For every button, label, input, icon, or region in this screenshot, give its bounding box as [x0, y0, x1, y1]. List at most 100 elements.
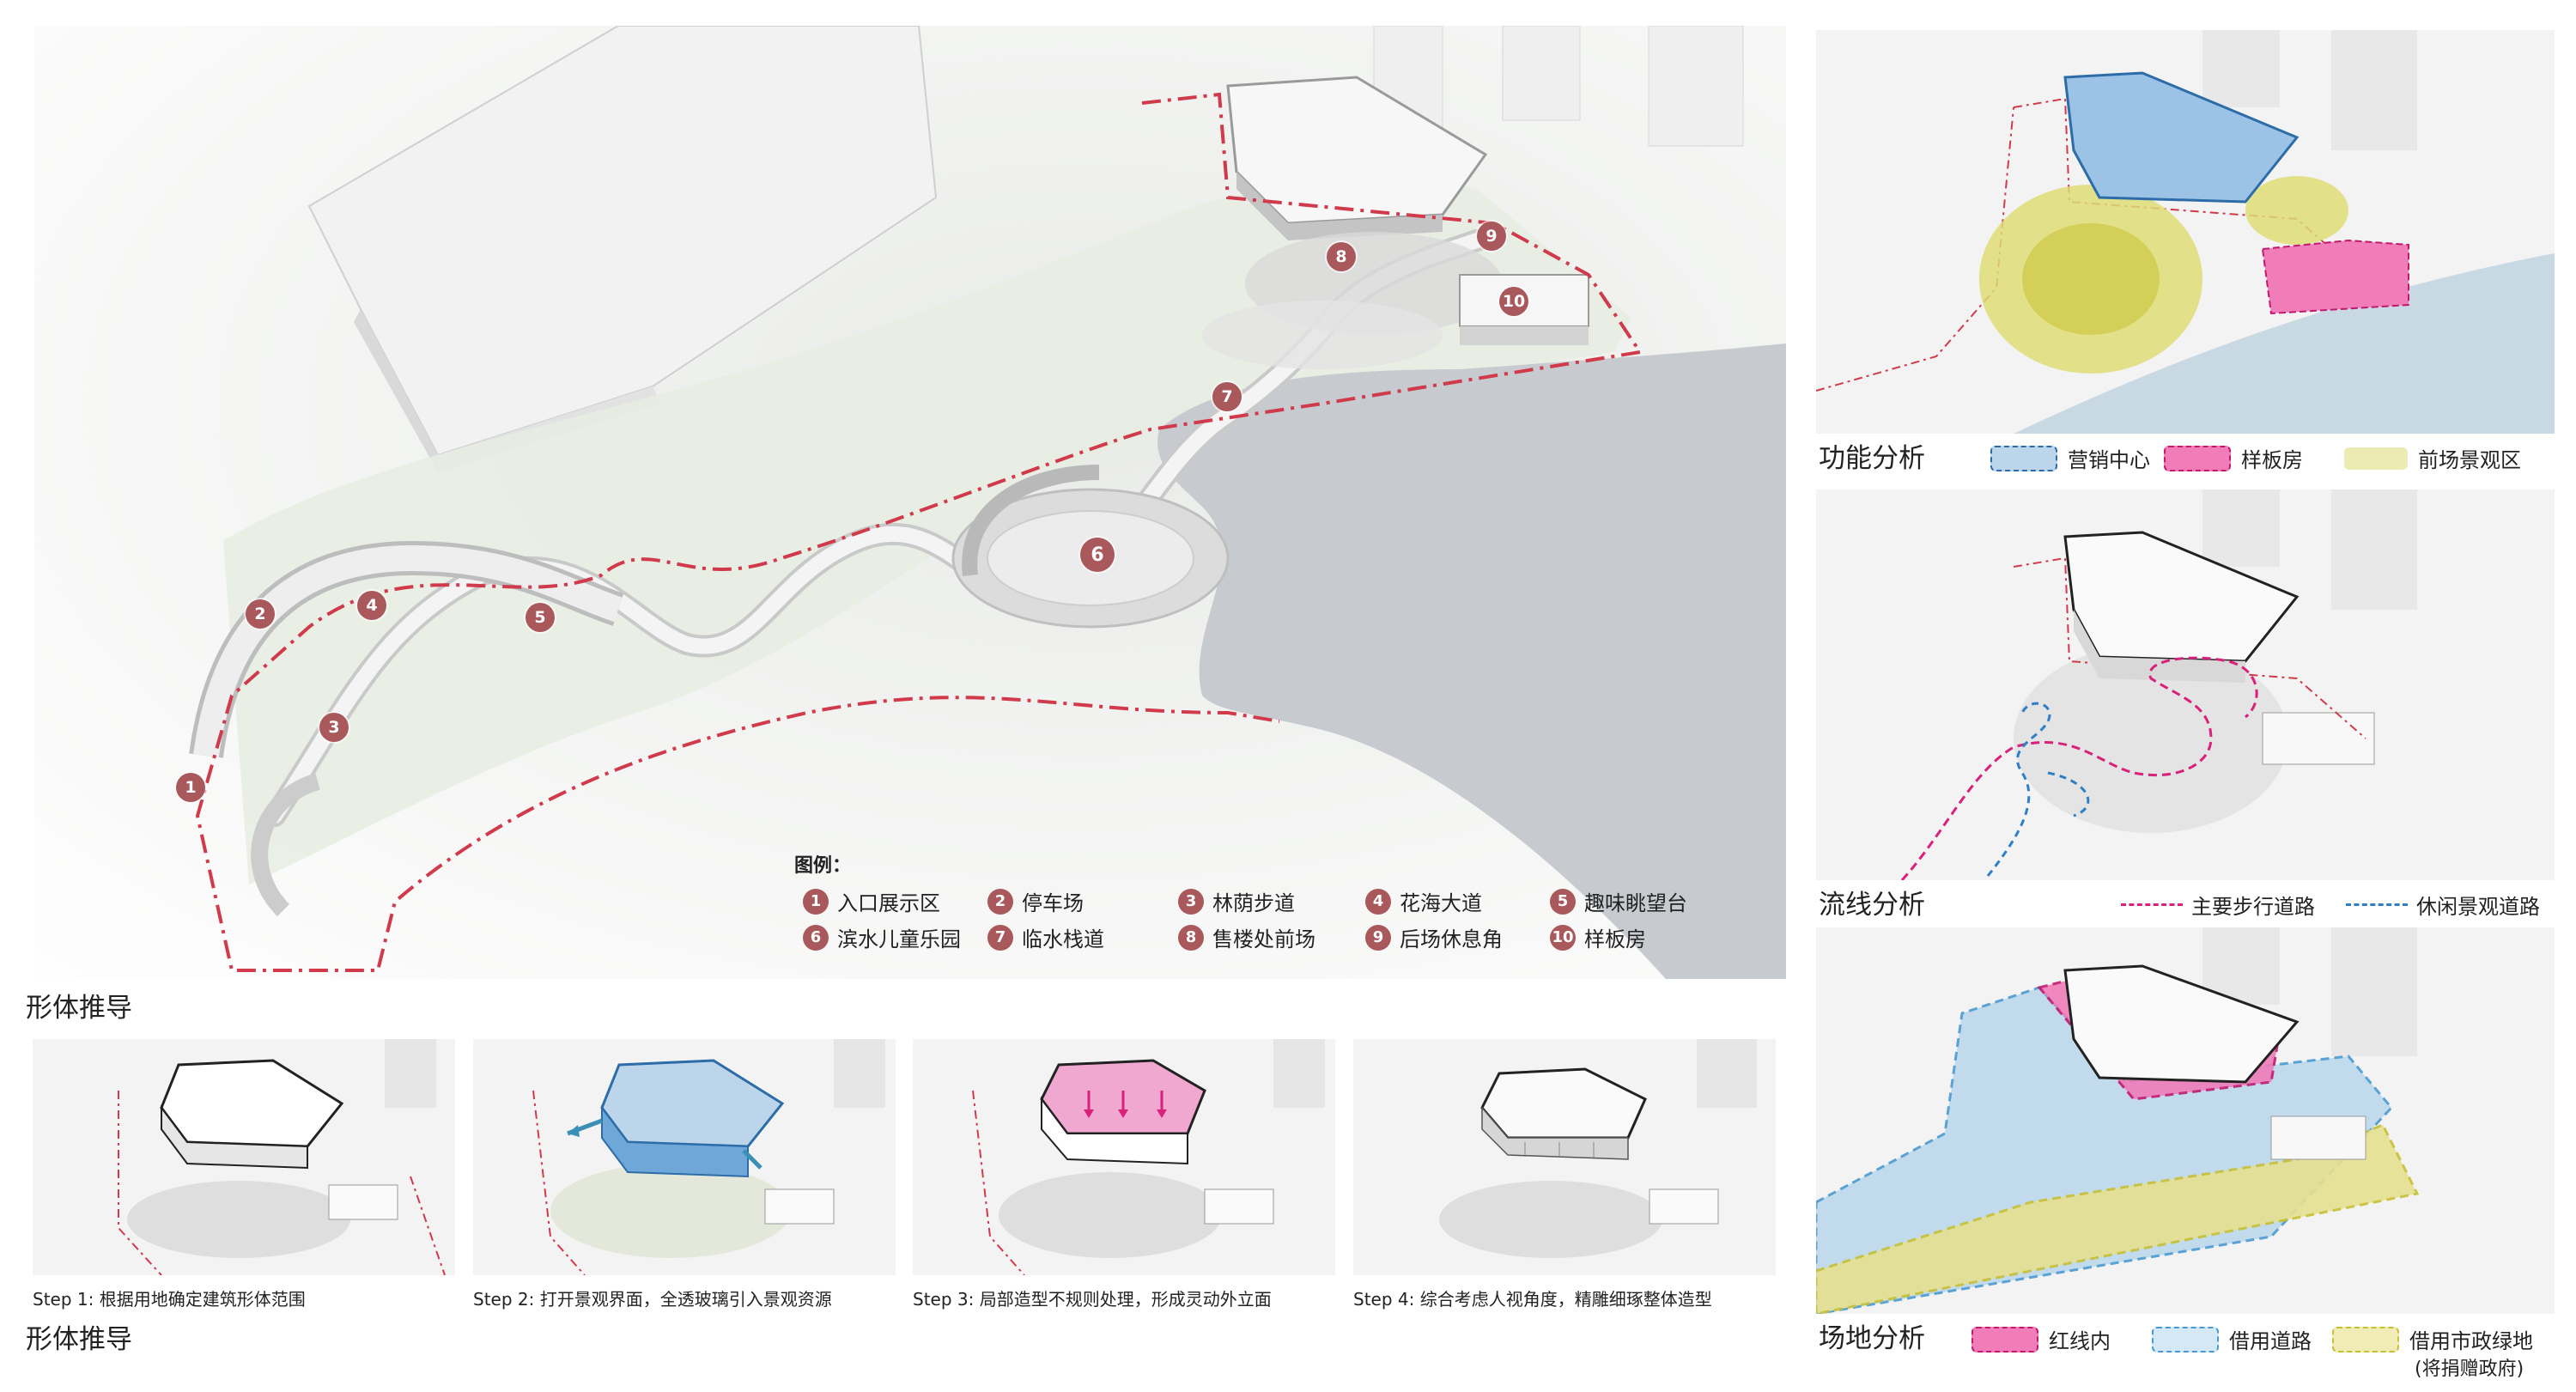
legend-num: 7: [987, 924, 1013, 951]
step-2-caption: Step 2: 打开景观界面，全透玻璃引入景观资源: [473, 1289, 832, 1310]
step-4-drawing: [1353, 1039, 1776, 1275]
leisure-swatch: [2346, 903, 2408, 906]
main-walkway-route: [1900, 656, 2258, 880]
site-key-municipal-green: 借用市政绿地: [2332, 1324, 2533, 1354]
model-house-swatch: [2164, 445, 2231, 471]
legend-item-4: 4 花海大道: [1365, 886, 1482, 916]
circulation-analysis-title: 流线分析: [1819, 890, 1925, 921]
site-key-note: (将捐赠政府): [2415, 1359, 2524, 1380]
legend-item-2: 2 停车场: [987, 886, 1084, 916]
step-1-drawing: [33, 1039, 455, 1275]
legend-label: 售楼处前场: [1212, 927, 1315, 951]
marker-1: 1: [176, 773, 205, 802]
legend-title: 图例：: [794, 855, 852, 877]
step-1-panel: [33, 1039, 455, 1275]
tower-3: [1648, 26, 1744, 147]
circulation-key-main-walkway: 主要步行道路: [2121, 890, 2315, 920]
legend-num: 2: [987, 888, 1013, 915]
key-label: 红线内: [2049, 1329, 2111, 1353]
legend-item-10: 10 样板房: [1550, 922, 1646, 952]
marker-3: 3: [319, 713, 349, 742]
key-label: 休闲景观道路: [2416, 895, 2540, 919]
marker-6: 6: [1080, 538, 1115, 572]
red-line-swatch: [1971, 1326, 2038, 1352]
marker-5: 5: [526, 603, 555, 632]
tower-2: [1502, 26, 1581, 121]
main-site-plan: 1 2 3 4 5 6 7 8 9 10 图例： 1 入口展示区 2 停车场 3 林荫…: [34, 26, 1786, 979]
legend-label: 滨水儿童乐园: [837, 927, 961, 951]
legend-item-8: 8 售楼处前场: [1178, 922, 1315, 952]
step-3-caption: Step 3: 局部造型不规则处理，形成灵动外立面: [913, 1289, 1272, 1310]
legend-label: 花海大道: [1400, 891, 1482, 915]
legend-num: 4: [1365, 888, 1391, 915]
form-derivation-title-bottom: 形体推导: [26, 1324, 132, 1355]
legend-num: 8: [1178, 924, 1204, 951]
municipal-green-zone: [1816, 1123, 2420, 1314]
legend-num: 1: [803, 888, 829, 915]
legend-num: 9: [1365, 924, 1391, 951]
legend-item-6: 6 滨水儿童乐园: [803, 922, 961, 952]
legend-item-3: 3 林荫步道: [1178, 886, 1295, 916]
legend-label: 样板房: [1584, 927, 1646, 951]
form-derivation-title-top: 形体推导: [26, 993, 132, 1024]
legend-num: 5: [1550, 888, 1576, 915]
key-label: 主要步行道路: [2191, 895, 2315, 919]
step-2-drawing: [473, 1039, 896, 1275]
site-analysis-title: 场地分析: [1819, 1323, 1925, 1354]
step-4-caption: Step 4: 综合考虑人视角度，精雕细琢整体造型: [1353, 1289, 1712, 1310]
circulation-analysis-panel: [1816, 489, 2555, 880]
site-key-borrowed-road: 借用道路: [2152, 1324, 2312, 1354]
marker-7: 7: [1212, 382, 1242, 411]
step-3-panel: [913, 1039, 1335, 1275]
sales-center-zone: [2063, 71, 2300, 204]
legend-num: 10: [1550, 924, 1576, 951]
marker-9: 9: [1477, 222, 1506, 251]
key-label: 借用市政绿地: [2409, 1329, 2533, 1353]
step-2-panel: [473, 1039, 896, 1275]
legend-item-5: 5 趣味眺望台: [1550, 886, 1687, 916]
legend-label: 临水栈道: [1022, 927, 1104, 951]
front-landscape-swatch: [2344, 447, 2408, 470]
legend-item-1: 1 入口展示区: [803, 886, 940, 916]
site-key-red-line: 红线内: [1971, 1324, 2111, 1354]
key-label: 借用道路: [2229, 1329, 2312, 1353]
function-analysis-title: 功能分析: [1819, 443, 1925, 474]
circulation-analysis-drawing: [1816, 489, 2555, 880]
legend-label: 趣味眺望台: [1584, 891, 1687, 915]
key-label: 样板房: [2241, 448, 2303, 472]
main-walkway-swatch: [2121, 903, 2183, 906]
legend-num: 6: [803, 924, 829, 951]
legend-label: 后场休息角: [1400, 927, 1503, 951]
model-house-zone: [2261, 239, 2409, 315]
marker-4: 4: [357, 591, 386, 620]
red-line-boundary: [195, 92, 1643, 972]
legend-label: 入口展示区: [837, 891, 940, 915]
key-label: 营销中心: [2068, 448, 2150, 472]
site-analysis-drawing: [1816, 927, 2555, 1314]
legend-item-7: 7 临水栈道: [987, 922, 1104, 952]
legend-item-9: 9 后场休息角: [1365, 922, 1503, 952]
borrowed-road-swatch: [2152, 1326, 2219, 1352]
function-analysis-panel: [1816, 30, 2555, 434]
marker-10: 10: [1499, 287, 1528, 316]
step-1-caption: Step 1: 根据用地确定建筑形体范围: [33, 1289, 306, 1310]
legend-label: 林荫步道: [1212, 891, 1295, 915]
step-4-panel: [1353, 1039, 1776, 1275]
function-key-front-landscape: 前场景观区: [2344, 443, 2521, 473]
water-body: [1157, 343, 1786, 979]
site-analysis-panel: [1816, 927, 2555, 1314]
legend-num: 3: [1178, 888, 1204, 915]
step-3-drawing: [913, 1039, 1335, 1275]
marker-2: 2: [246, 599, 275, 629]
municipal-green-swatch: [2332, 1326, 2399, 1352]
marker-8: 8: [1327, 242, 1356, 271]
leisure-route: [1986, 702, 2051, 877]
circulation-key-leisure: 休闲景观道路: [2346, 890, 2540, 920]
function-analysis-drawing: [1816, 30, 2555, 434]
function-key-model-house: 样板房: [2164, 443, 2303, 473]
function-key-sales-center: 营销中心: [1990, 443, 2150, 473]
legend-label: 停车场: [1022, 891, 1084, 915]
sales-center-swatch: [1990, 445, 2057, 471]
key-label: 前场景观区: [2418, 448, 2521, 472]
site-plan-drawing: [34, 26, 1786, 979]
